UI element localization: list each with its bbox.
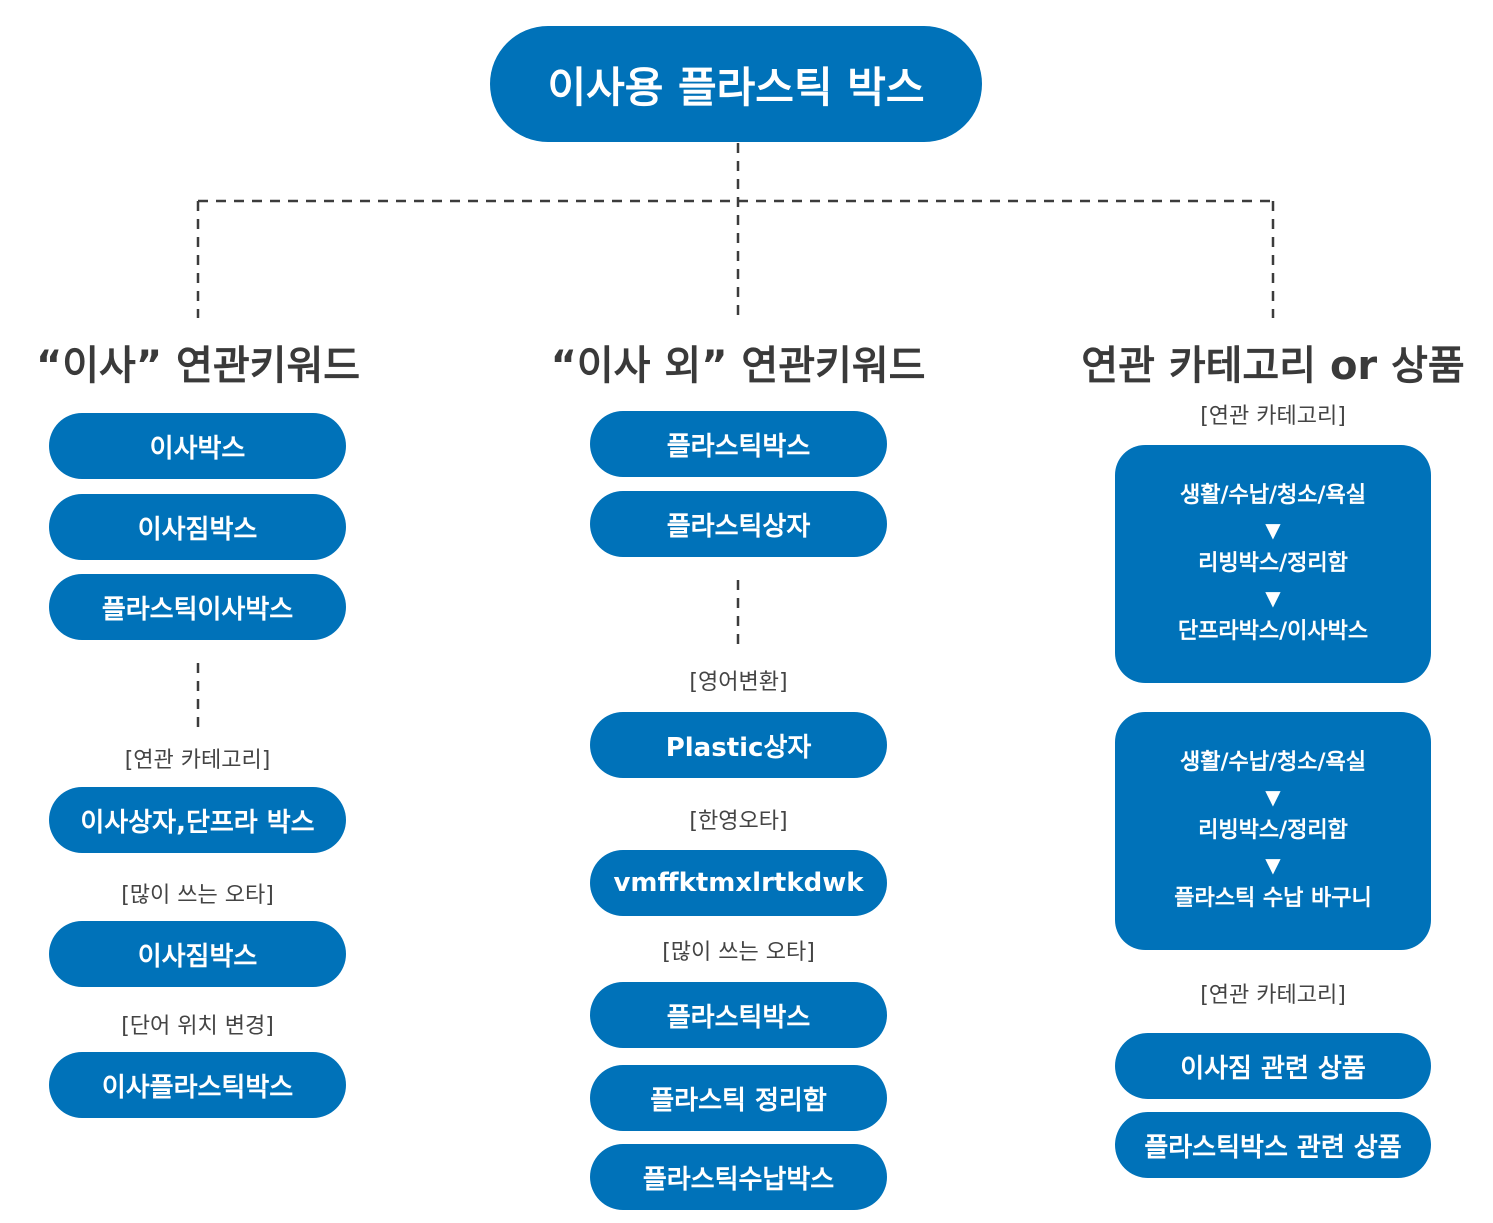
column-title: 연관 카테고리 or 상품 <box>1081 343 1465 389</box>
root-node: 이사용 플라스틱 박스 <box>490 26 982 142</box>
section-note: [연관 카테고리] <box>124 748 271 773</box>
keyword-pill: 플라스틱이사박스 <box>49 574 346 640</box>
section-note: [단어 위치 변경] <box>121 1014 274 1039</box>
category-step: 생활/수납/청소/욕실 <box>1179 750 1367 775</box>
down-arrow-icon: ▼ <box>1265 853 1281 877</box>
keyword-pill: 이사박스 <box>49 413 346 479</box>
product-pill: 이사짐 관련 상품 <box>1115 1033 1431 1099</box>
keyword-pill: 플라스틱박스 <box>590 982 887 1048</box>
category-path-card: 생활/수납/청소/욕실 ▼ 리빙박스/정리함 ▼ 단프라박스/이사박스 <box>1115 445 1431 683</box>
keyword-pill: 이사짐박스 <box>49 921 346 987</box>
category-step: 생활/수납/청소/욕실 <box>1179 483 1367 508</box>
product-pill: 플라스틱박스 관련 상품 <box>1115 1112 1431 1178</box>
down-arrow-icon: ▼ <box>1265 785 1281 809</box>
keyword-pill: 플라스틱 정리함 <box>590 1065 887 1131</box>
keyword-pill: 이사상자,단프라 박스 <box>49 787 346 853</box>
down-arrow-icon: ▼ <box>1265 518 1281 542</box>
keyword-pill: 플라스틱상자 <box>590 491 887 557</box>
category-step: 리빙박스/정리함 <box>1198 818 1348 843</box>
keyword-pill: Plastic상자 <box>590 712 887 778</box>
keyword-pill: 이사플라스틱박스 <box>49 1052 346 1118</box>
category-step: 단프라박스/이사박스 <box>1177 619 1369 644</box>
section-note: [한영오타] <box>689 809 788 834</box>
column-title: “이사” 연관키워드 <box>35 343 361 389</box>
column-title: “이사 외” 연관키워드 <box>550 343 926 389</box>
section-note: [많이 쓰는 오타] <box>662 940 815 965</box>
keyword-pill: 플라스틱수납박스 <box>590 1144 887 1210</box>
section-note: [많이 쓰는 오타] <box>121 883 274 908</box>
keyword-pill: 이사짐박스 <box>49 494 346 560</box>
category-step: 플라스틱 수납 바구니 <box>1174 886 1372 911</box>
section-note: [영어변환] <box>689 670 788 695</box>
keyword-pill: vmffktmxlrtkdwk <box>590 850 887 916</box>
keyword-pill: 플라스틱박스 <box>590 411 887 477</box>
category-step: 리빙박스/정리함 <box>1198 551 1348 576</box>
section-note: [연관 카테고리] <box>1200 983 1346 1008</box>
category-path-card: 생활/수납/청소/욕실 ▼ 리빙박스/정리함 ▼ 플라스틱 수납 바구니 <box>1115 712 1431 950</box>
down-arrow-icon: ▼ <box>1265 586 1281 610</box>
section-note: [연관 카테고리] <box>1200 404 1346 429</box>
